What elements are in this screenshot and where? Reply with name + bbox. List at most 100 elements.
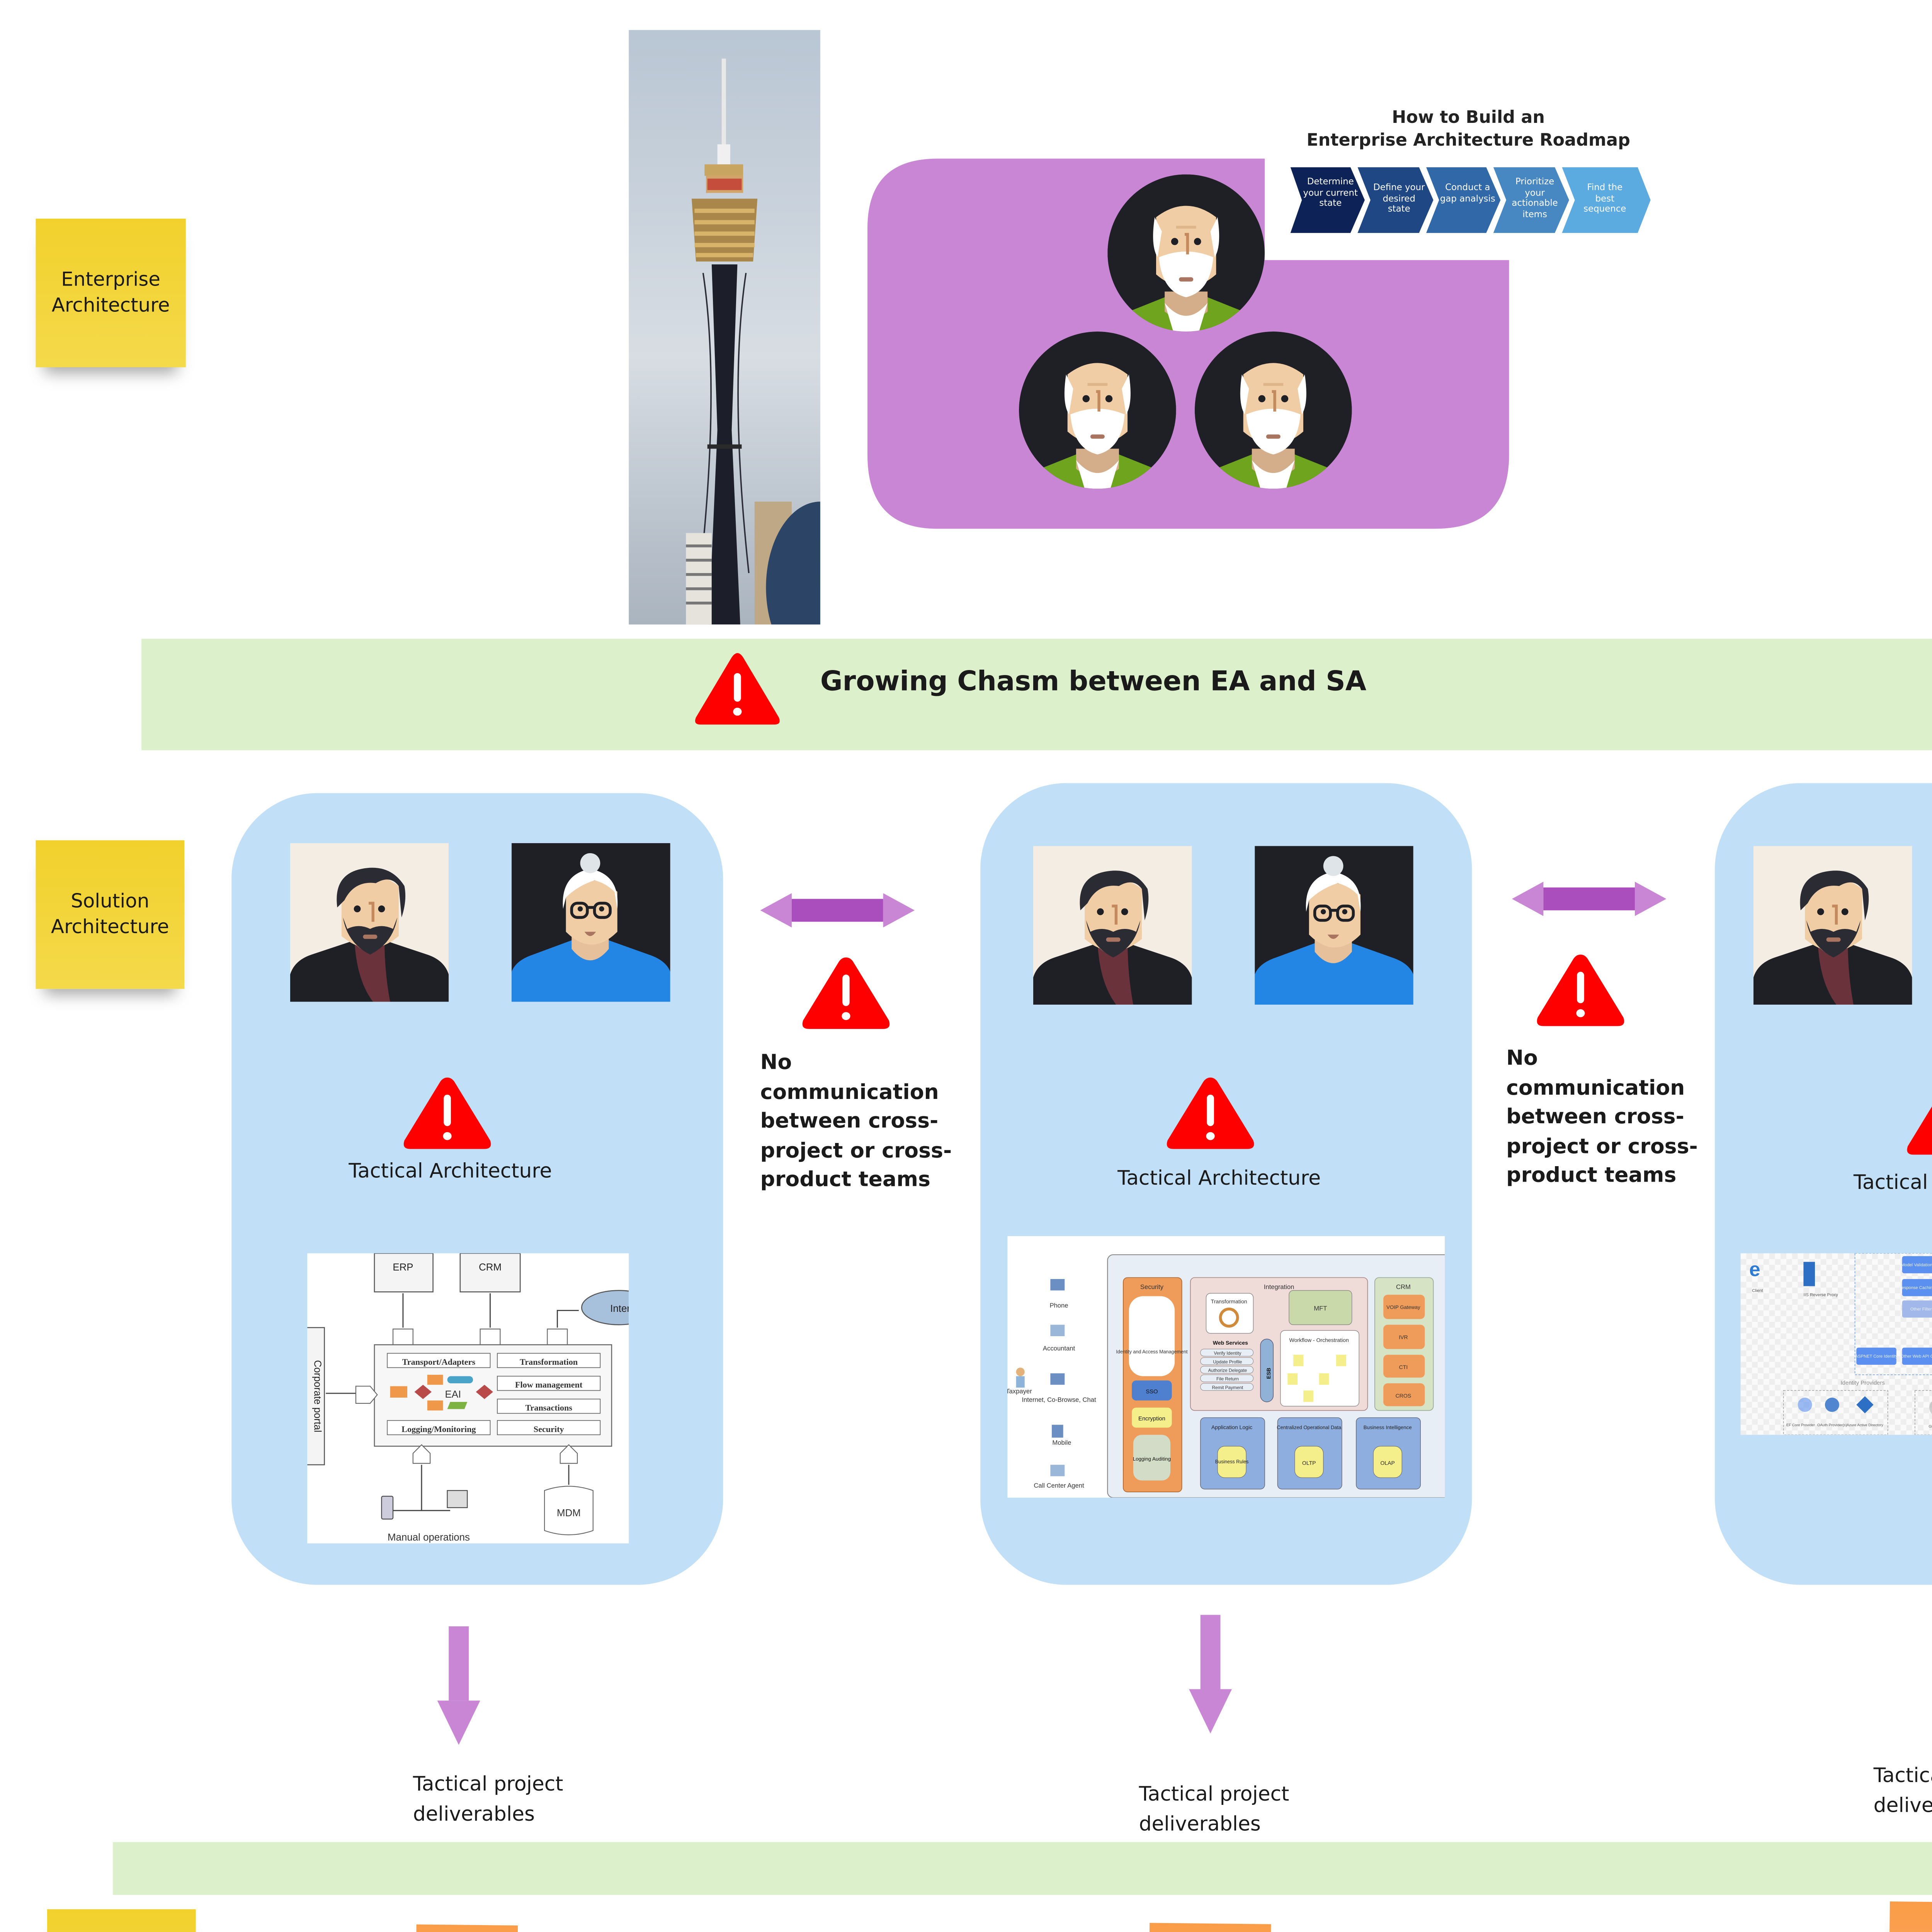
- team2-avatar-bearded-man: [1033, 846, 1192, 1005]
- webapi-proxy-label: IIS Reverse Proxy: [1803, 1293, 1838, 1297]
- soa-store-business-rules: Business Rules: [1215, 1459, 1249, 1464]
- team3-avatar-bearded-man: [1753, 846, 1912, 1005]
- soa-security-encryption: Encryption: [1138, 1416, 1165, 1422]
- soa-integration-transformation: Transformation: [1211, 1298, 1247, 1304]
- soa-crm-cros: CROS: [1396, 1393, 1412, 1399]
- soa-security-iam: Identity and Access Management: [1116, 1349, 1188, 1354]
- chevron-step-1: [1290, 167, 1365, 233]
- soa-esb-label: ESB: [1265, 1368, 1272, 1379]
- eai-corporate-portal-label: Corporate portal: [312, 1360, 323, 1432]
- soa-crm-cti: CTI: [1399, 1364, 1408, 1370]
- soa-layer-operational-data: Centralized Operational Data: [1277, 1424, 1342, 1430]
- eai-module-logging: Logging/Monitoring: [401, 1424, 476, 1434]
- eai-module-transport: Transport/Adapters: [402, 1357, 476, 1367]
- comm-note-1: No communication between cross-project o…: [760, 1052, 952, 1192]
- sticky-outcome-core-xyz[interactable]: Core xyz Management Only: [1888, 1901, 1932, 1932]
- team1-warning-icon: [403, 1077, 491, 1149]
- webapi-box-model-validation: Model Validation Filter: [1901, 1263, 1932, 1267]
- soa-web-services-title: Web Services: [1213, 1340, 1248, 1346]
- edge-browser-icon: e: [1749, 1258, 1760, 1281]
- chevron-step-5: [1562, 167, 1651, 233]
- webapi-box-response-caching: Response Caching Filter: [1899, 1286, 1932, 1290]
- comm-note-2: No communication between cross-project o…: [1506, 1047, 1698, 1188]
- warning-icon: [695, 653, 780, 725]
- eai-erp-label: ERP: [393, 1262, 413, 1273]
- sticky-outcome-customers[interactable]: Just for our customers: [1148, 1923, 1271, 1932]
- chasm-banner: [141, 639, 1932, 750]
- soa-channel-mobile: Mobile: [1052, 1439, 1071, 1446]
- sticky-solution-architecture[interactable]: Solution Architecture: [36, 840, 185, 989]
- ea-avatar-top: [1107, 174, 1265, 332]
- team3-warning-icon: [1907, 1106, 1932, 1155]
- webapi-client-label: Client: [1752, 1288, 1763, 1293]
- team2-avatar-senior-woman: [1255, 846, 1413, 1005]
- webapi-oauth-provider: OAuth Provider(s): [1817, 1423, 1847, 1427]
- roadmap-card: How to Build an Enterprise Architecture …: [1279, 97, 1658, 254]
- soa-channel-accountant: Accountant: [1043, 1345, 1075, 1352]
- comm-warning-icon-2: [1537, 954, 1624, 1026]
- bearded-man-avatar: [1753, 846, 1912, 1005]
- chevron-label-5: Find the best sequence: [1583, 183, 1626, 214]
- soa-workflow-label: Workflow - Orchestration: [1289, 1337, 1349, 1343]
- comm-warning-icon-1: [802, 957, 890, 1029]
- eai-manual-operations-label: Manual operations: [388, 1532, 470, 1543]
- bidirectional-arrow-2: [1512, 881, 1667, 916]
- roadmap-title: How to Build an Enterprise Architecture …: [1279, 106, 1658, 151]
- team1-avatar-bearded-man: [290, 843, 449, 1002]
- senior-woman-avatar: [1255, 846, 1413, 1005]
- sydney-tower-photo: [629, 30, 820, 625]
- soa-crm-ivr: IVR: [1399, 1334, 1408, 1340]
- sticky-solution[interactable]: Solution: [47, 1909, 196, 1932]
- team3-deliverable-text: Tactical project deliverables: [1873, 1765, 1932, 1817]
- soa-channel-phone: Phone: [1049, 1302, 1068, 1309]
- soa-ws-verify-identity: Verify Identity: [1214, 1350, 1241, 1356]
- eai-center-label: EAI: [445, 1389, 461, 1400]
- eai-internet-label: Internet: [610, 1303, 629, 1314]
- soa-security-logging: Logging Auditing: [1133, 1456, 1171, 1462]
- down-arrow-team2: [1189, 1615, 1232, 1734]
- soa-security-sso: SSO: [1146, 1389, 1158, 1395]
- eai-crm-label: CRM: [479, 1262, 502, 1273]
- roadmap-title-line2: Enterprise Architecture Roadmap: [1306, 130, 1630, 150]
- soa-layer-business-intelligence: Business Intelligence: [1364, 1424, 1412, 1430]
- team1-tactical-architecture-label: Tactical Architecture: [349, 1160, 552, 1184]
- senior-woman-avatar: [512, 843, 670, 1002]
- chevron-step-3: [1426, 167, 1501, 233]
- soa-ws-authorize-delegate: Authorize Delegate: [1208, 1367, 1247, 1373]
- soa-channel-call-center: Call Center Agent: [1034, 1482, 1084, 1489]
- soa-actor-taxpayer: Taxpayer: [1007, 1388, 1032, 1395]
- webapi-github-api: GitHub API: [1929, 1425, 1932, 1429]
- senior-architect-avatar: [1019, 332, 1176, 489]
- soa-crm-title: CRM: [1396, 1283, 1411, 1291]
- webapi-ef-core-provider: EF Core Provider: [1786, 1423, 1815, 1427]
- team2-deliverable-text: Tactical project deliverables: [1139, 1783, 1289, 1836]
- solution-banner: [113, 1842, 1932, 1895]
- sticky-enterprise-architecture[interactable]: Enterprise Architecture: [36, 218, 186, 367]
- chevron-label-3: Conduct a gap analysis: [1440, 183, 1495, 204]
- webapi-box-other-web-api-clients: Other Web API Clients: [1901, 1354, 1932, 1359]
- ea-avatar-left: [1019, 332, 1176, 489]
- soa-ws-file-return: File Return: [1216, 1376, 1239, 1382]
- ea-avatar-right: [1194, 332, 1352, 489]
- soa-security-title: Security: [1140, 1283, 1164, 1291]
- senior-architect-avatar: [1107, 174, 1265, 332]
- team2-warning-icon: [1167, 1077, 1254, 1149]
- team2-soa-diagram: Phone Accountant Internet, Co-Browse, Ch…: [1007, 1236, 1445, 1498]
- soa-crm-voip: VOIP Gateway: [1386, 1304, 1420, 1310]
- soa-ws-remit-payment: Remit Payment: [1212, 1385, 1243, 1390]
- senior-architect-avatar: [1194, 332, 1352, 489]
- bidirectional-arrow-1: [760, 893, 915, 928]
- webapi-identity-title: Identity Providers: [1841, 1380, 1885, 1386]
- chevron-step-2: [1357, 167, 1434, 233]
- soa-ws-update-profile: Update Profile: [1213, 1359, 1242, 1364]
- roadmap-chevrons: [1290, 167, 1651, 233]
- roadmap-title-line1: How to Build an: [1392, 107, 1545, 128]
- sticky-outcome-mvp[interactable]: MVP: [415, 1924, 518, 1932]
- chevron-step-4: [1493, 167, 1569, 233]
- eai-module-transactions: Transactions: [525, 1403, 572, 1412]
- chasm-banner-text: Growing Chasm between EA and SA: [820, 666, 1367, 697]
- team3-webapi-diagram: e Client IIS Reverse Proxy Model Validat…: [1740, 1253, 1932, 1435]
- soa-store-olap: OLAP: [1380, 1460, 1395, 1466]
- team3-tactical-architecture-label: Tactical Architecture: [1853, 1172, 1932, 1195]
